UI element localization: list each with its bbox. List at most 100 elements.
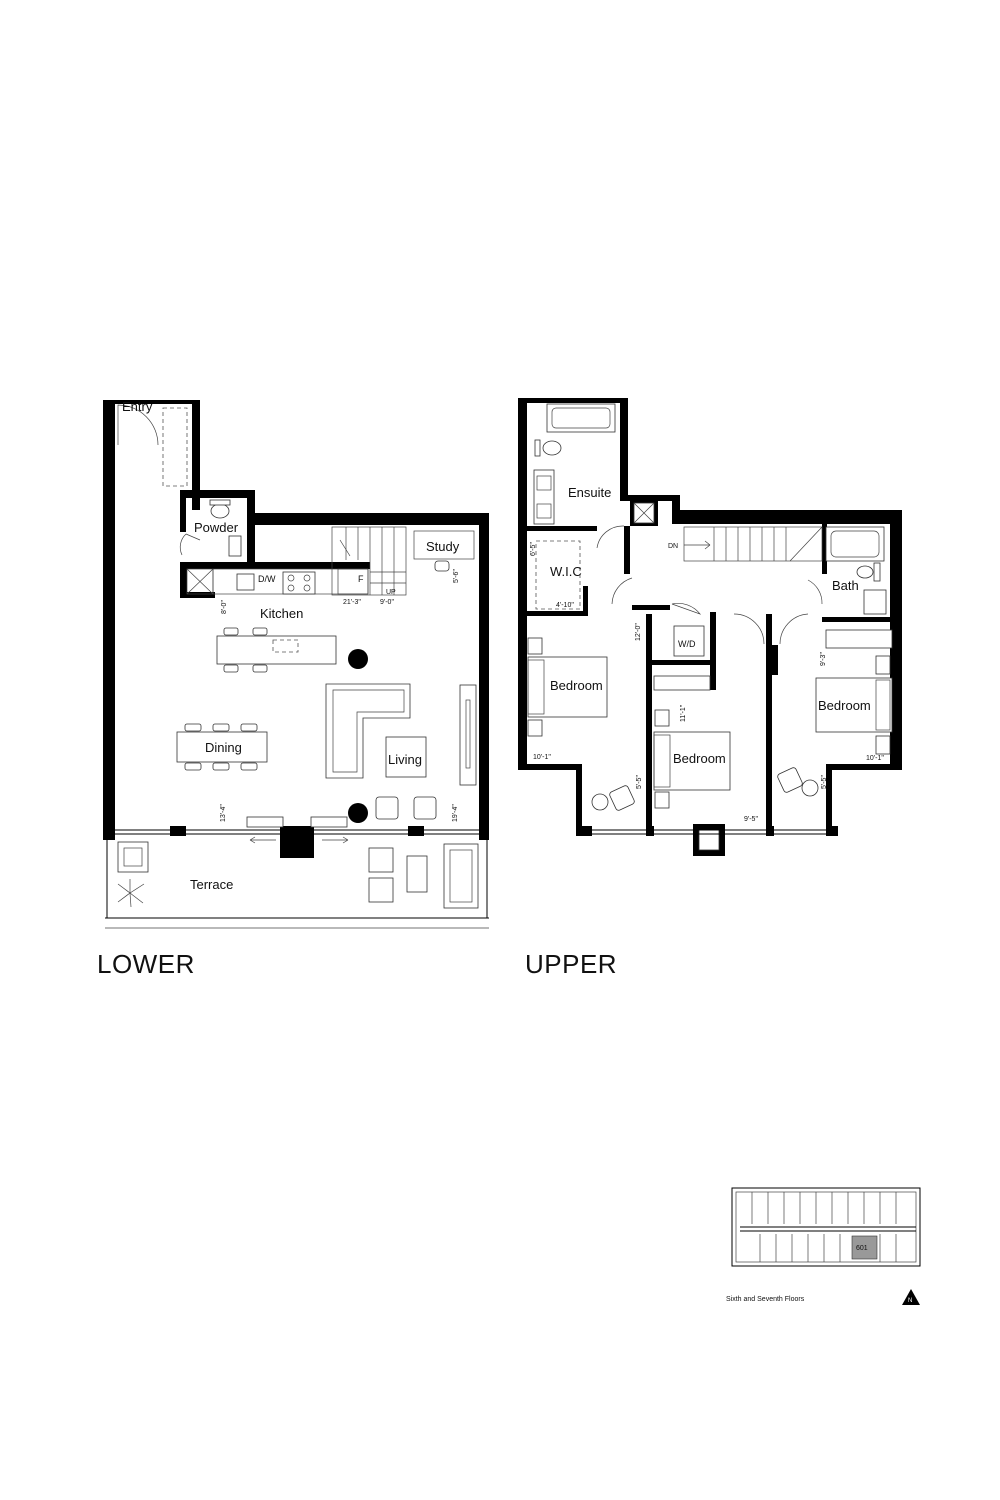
lower-pier-3 [103,826,115,838]
ensuite-tub [546,403,616,433]
dim-bedroom3-h: 9'-3" [820,652,827,666]
bedroom2-wardrobe [653,675,711,691]
upper-wall-notch [620,495,680,501]
washer-dryer [673,625,705,657]
kitchen-island [216,635,337,665]
key-plan: 601 Sixth and Seventh Floors N [726,1187,921,1305]
upper-wall-bay-left [576,764,582,836]
upper-wall-north-ensuite [518,398,628,403]
hall-door-2 [671,603,702,615]
island-stools [223,627,268,673]
dim-bedroom1-w: 10'-1" [533,754,551,761]
key-plan-unit-label: 601 [856,1245,868,1252]
room-label-bath: Bath [832,578,859,593]
living-armchair-1 [375,796,399,820]
room-label-bedroom-3: Bedroom [818,698,871,713]
kitchen-column [348,649,368,669]
hall-door-4 [779,613,809,645]
lower-wall-powder-west [180,490,186,532]
living-armchair-2 [413,796,437,820]
kitchen-cooktop [282,571,316,595]
north-arrow-icon [902,1289,920,1305]
upper-wall-bed1-east [646,614,652,826]
lower-wall-north [247,513,489,525]
dim-living-w: 19'-4" [452,804,459,822]
bath-toilet-tank [873,562,881,582]
lower-wall-kitchen [180,562,370,569]
bedroom1-armchair [609,785,635,811]
lower-pier-1 [170,826,186,836]
dim-study: 5'-6" [453,569,460,583]
dim-kitchen-w: 21'-3" [343,599,361,606]
room-label-ensuite: Ensuite [568,485,611,500]
label-fridge: F [358,574,364,584]
lower-column [280,826,314,858]
bath-door [807,579,823,605]
bedroom3-wardrobe [825,629,893,649]
label-dishwasher: D/W [258,574,276,584]
study-desk [413,530,475,560]
dim-hall-h: 12'-0" [635,623,642,641]
terrace-table [406,855,428,893]
powder-door [179,533,201,556]
lower-wall-kitchen-side [180,562,187,598]
label-washer-dryer: W/D [678,639,696,649]
room-label-dining: Dining [205,740,242,755]
upper-wall-wic-south [527,611,588,616]
upper-wall-east [890,510,902,768]
bedroom1-side-table [591,793,609,811]
upper-wall-ensuite-east2 [624,526,630,574]
room-label-study: Study [426,539,460,554]
dim-bedroom2-h: 11'-1" [680,704,687,722]
sliding-door-2 [310,816,348,828]
room-label-living: Living [388,752,422,767]
powder-toilet-tank [209,499,231,506]
kitchen-sink [236,573,255,591]
powder-sink [228,535,242,557]
upper-wall-north [672,510,902,524]
upper-pier-2 [646,826,654,836]
upper-wall-bath-west [822,524,827,574]
room-label-wic: W.I.C [550,564,582,579]
kitchen-fridge [337,568,369,595]
bedroom3-side-table [801,779,819,797]
upper-wall-bed3-west [766,614,772,826]
room-label-terrace: Terrace [190,877,233,892]
upper-wall-hall [632,605,670,610]
room-label-bedroom-2: Bedroom [673,751,726,766]
dim-living-h: 13'-4" [220,804,227,822]
terrace-chair-2 [368,877,394,903]
bedroom3-armchair [777,767,803,793]
terrace-bbq [117,841,149,873]
hall-door-3 [733,613,765,645]
upper-wall-bed3-stub [770,645,778,675]
dim-bedroom3-h2: 5'-5" [821,775,828,789]
ensuite-door [596,525,625,549]
lower-wall-powder [180,490,255,498]
study-chair [434,560,450,572]
bath-vanity [863,589,887,615]
upper-wall-wic-east [583,586,588,614]
upper-wall-bay-right-2 [826,764,832,836]
dim-bedroom3-w: 10'-1" [866,755,884,762]
dim-bedroom1-h: 5'-5" [636,775,643,789]
lower-pier-2 [408,826,424,836]
ensuite-toilet-tank [534,439,541,457]
key-plan-highlight-unit [851,1235,878,1260]
upper-wall-west [518,398,527,768]
level-title-lower: LOWER [97,949,195,979]
key-plan-units-top [751,1192,897,1224]
dining-table [176,731,268,763]
lower-wall-east [479,513,489,840]
terrace-chair-1 [368,847,394,873]
upper-wall-bay-right [826,764,902,770]
upper-pier-1 [576,826,592,836]
bedroom1-bed [527,656,608,718]
north-arrow-label: N [908,1298,912,1304]
dining-chairs [184,723,258,771]
upper-wall-ensuite-wic [527,526,597,531]
island-sink [272,639,299,653]
upper-wall-bath-south [822,617,896,622]
room-label-powder: Powder [194,520,239,535]
dim-kitchen-w2: 9'-0" [380,599,394,606]
